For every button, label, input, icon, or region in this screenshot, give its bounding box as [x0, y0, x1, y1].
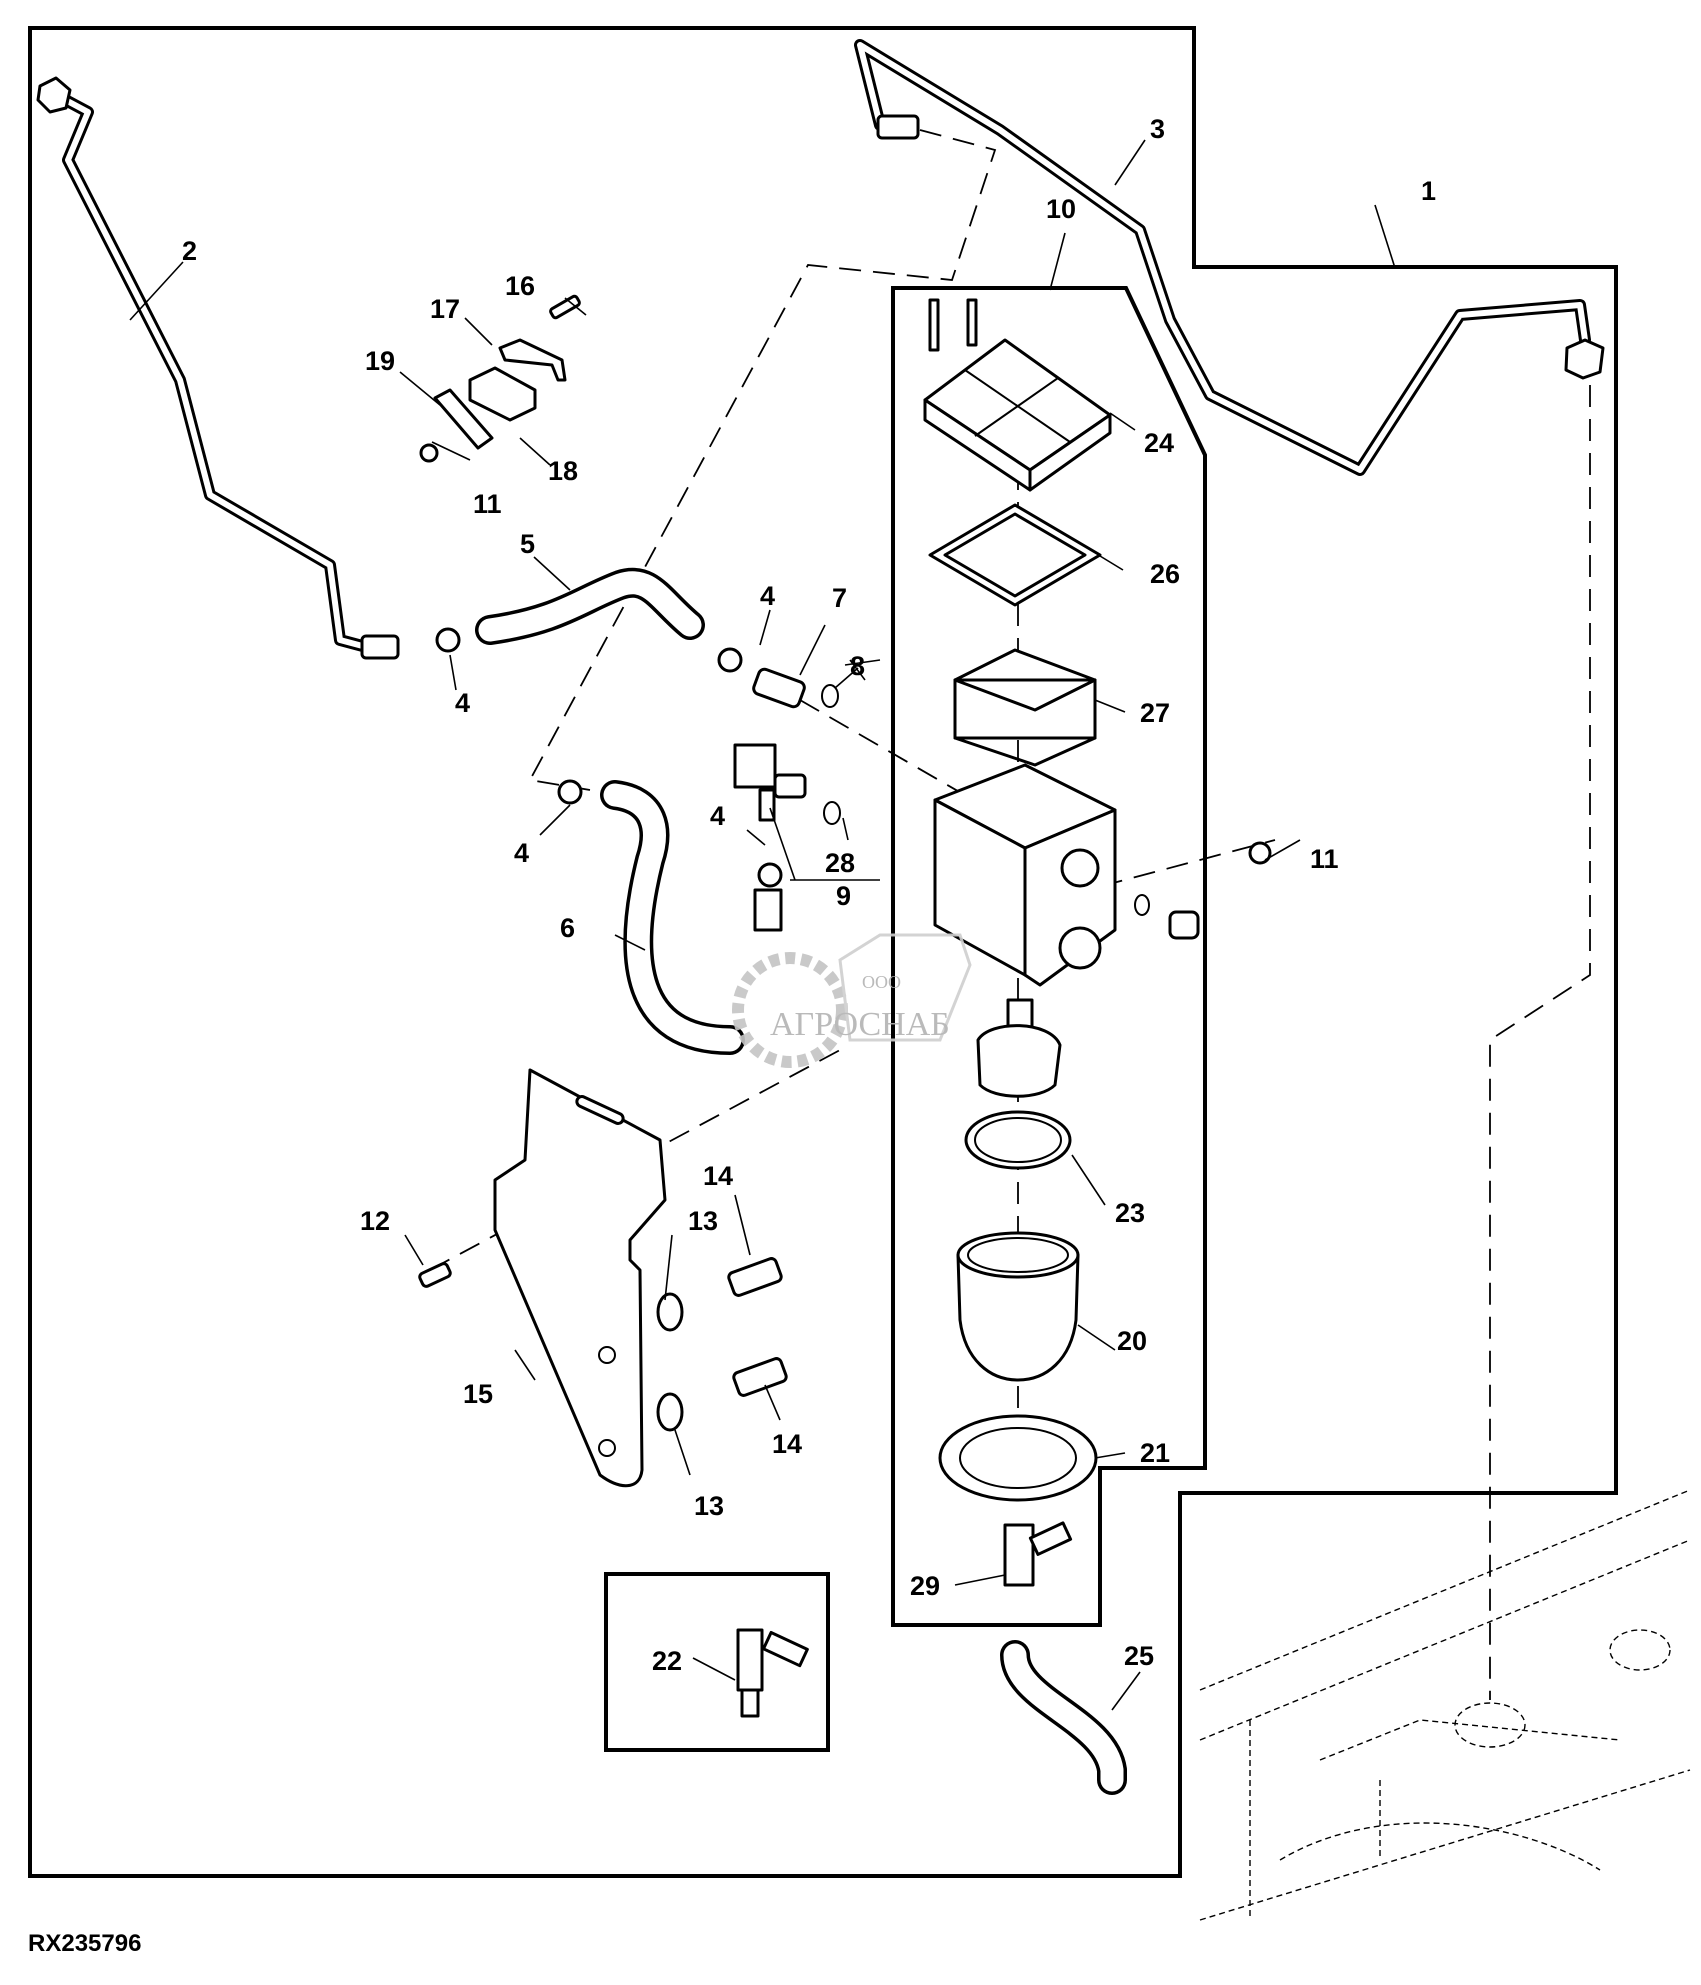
callout-3: 3: [1150, 114, 1165, 144]
callout-14: 14: [772, 1429, 802, 1459]
leader-lines: [129, 139, 1396, 1711]
bracket: [493, 1068, 667, 1488]
o-ring: [823, 801, 841, 825]
alignment-line: [528, 129, 997, 791]
hose-clamp: [757, 862, 783, 888]
o-ring-23-inner: [974, 1117, 1062, 1163]
watermark-name: АГРОСНАБ: [770, 1006, 950, 1043]
washer: [656, 1392, 684, 1432]
fuel-pipe-top: [854, 39, 1605, 476]
drain-valve-sensor: [1003, 1521, 1073, 1587]
callout-2: 2: [182, 236, 197, 266]
cap-screw: [418, 1262, 452, 1288]
clamp-group: [419, 294, 581, 463]
cap-screw: [727, 1257, 783, 1297]
hose-25: [1000, 1640, 1127, 1795]
bowl: [956, 1231, 1080, 1382]
nut: [1248, 841, 1272, 865]
callout-20: 20: [1117, 1326, 1147, 1356]
hose-clamp: [435, 627, 461, 653]
callout-29: 29: [910, 1571, 940, 1601]
filter-element: [953, 648, 1097, 767]
callout-9: 9: [836, 881, 851, 911]
filter-head: [933, 763, 1200, 987]
callout-6: 6: [560, 913, 575, 943]
hose-5: [475, 567, 705, 645]
watermark-prefix: ООО: [862, 972, 901, 992]
water-sensor-float: [976, 998, 1062, 1098]
alignment-line: [1489, 385, 1591, 1700]
callout-4: 4: [710, 801, 725, 831]
callout-15: 15: [463, 1379, 493, 1409]
o-ring-23: [964, 1110, 1072, 1170]
callout-13: 13: [694, 1491, 724, 1521]
callout-18: 18: [548, 456, 578, 486]
callout-12: 12: [360, 1206, 390, 1236]
retaining-ring: [938, 1414, 1098, 1502]
washer: [656, 1292, 684, 1332]
cap-screw: [732, 1357, 788, 1397]
figure-id: RX235796: [28, 1930, 142, 1957]
callout-19: 19: [365, 346, 395, 376]
watermark: ООО АГРОСНАБ: [732, 933, 972, 1068]
fuel-pipe-left: [36, 76, 400, 660]
callout-4: 4: [455, 688, 470, 718]
hose-6: [600, 780, 745, 1055]
callout-28: 28: [825, 848, 855, 878]
callout-10: 10: [1046, 194, 1076, 224]
filter-cover: [923, 298, 1112, 492]
fitting: [752, 667, 806, 709]
callout-26: 26: [1150, 559, 1180, 589]
inset-box: [604, 1572, 830, 1752]
callout-13: 13: [688, 1206, 718, 1236]
callout-8: 8: [850, 651, 865, 681]
callout-25: 25: [1124, 1641, 1154, 1671]
callout-23: 23: [1115, 1198, 1145, 1228]
callout-11: 11: [473, 489, 502, 519]
callout-21: 21: [1140, 1438, 1170, 1468]
callout-7: 7: [832, 583, 847, 613]
hose-clamp: [557, 779, 583, 805]
callout-16: 16: [505, 271, 535, 301]
sensor-22: [736, 1628, 809, 1718]
callout-4: 4: [760, 581, 775, 611]
callout-17: 17: [430, 294, 460, 324]
callout-1: 1: [1421, 176, 1436, 206]
outer-frame: [28, 26, 1618, 1878]
valve-fitting: [733, 743, 807, 932]
callout-22: 22: [652, 1646, 682, 1676]
o-ring: [821, 684, 839, 708]
callout-14: 14: [703, 1161, 733, 1191]
callout-4: 4: [514, 838, 529, 868]
callout-5: 5: [520, 529, 535, 559]
callout-24: 24: [1144, 428, 1174, 458]
hose-clamp: [717, 647, 743, 673]
engine-ghost: [1199, 1489, 1691, 1921]
callout-27: 27: [1140, 698, 1170, 728]
gasket: [928, 503, 1102, 607]
filter-assembly-frame: [891, 286, 1207, 1627]
callout-11: 11: [1310, 844, 1339, 874]
